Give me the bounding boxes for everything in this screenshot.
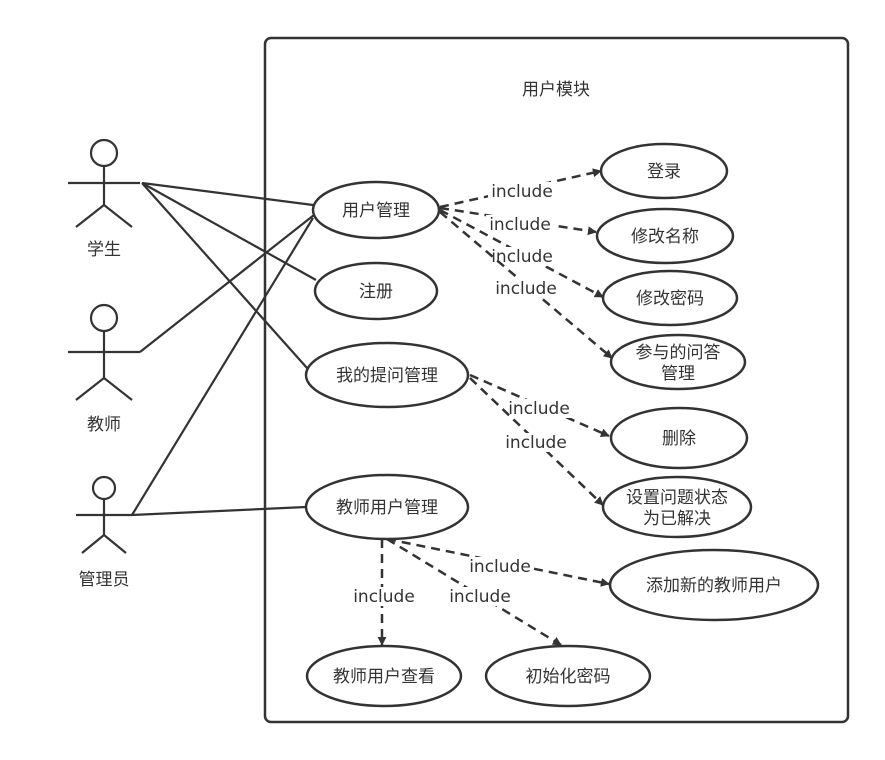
include-label-bg	[488, 247, 556, 266]
use-case-ellipse	[601, 269, 739, 327]
use-case-ellipse	[484, 644, 652, 708]
use-case-label: 修改密码	[636, 289, 704, 309]
use-case-ellipse	[313, 261, 439, 321]
use-case-login[interactable]: 登录	[599, 142, 729, 200]
actor-label: 教师	[87, 415, 121, 435]
actor-left-leg	[75, 377, 105, 401]
include-edge-teacher_mgmt-add_teacher: include	[386, 537, 610, 587]
use-case-label: 初始化密码	[526, 667, 611, 687]
use-case-label: 修改名称	[631, 227, 699, 247]
include-label-bg	[505, 399, 573, 418]
use-case-label: 我的提问管理	[336, 366, 438, 386]
include-label: include	[508, 399, 570, 419]
include-label: include	[469, 557, 531, 577]
use-case-label: 注册	[359, 282, 393, 302]
use-case-ellipse	[304, 341, 470, 409]
include-edge-user_mgmt-login: include	[439, 168, 602, 209]
association-admin-user_mgmt	[131, 217, 314, 516]
include-edge-user_mgmt-answers_mgmt: include	[439, 211, 613, 359]
actor-left-leg	[75, 204, 105, 228]
use-case-ellipse	[311, 180, 441, 240]
use-case-user_mgmt[interactable]: 用户管理	[311, 180, 441, 240]
actor-head	[89, 138, 119, 168]
use-case-add_teacher[interactable]: 添加新的教师用户	[608, 548, 820, 622]
actor-right-leg	[103, 534, 127, 554]
actor-student[interactable]: 学生	[68, 138, 140, 260]
include-edge-teacher_mgmt-view_teacher: include	[350, 539, 418, 646]
include-label: include	[491, 182, 553, 202]
actor-teacher[interactable]: 教师	[68, 303, 140, 435]
include-label-bg	[486, 215, 554, 234]
association-student-register	[141, 182, 317, 281]
use-case-delete[interactable]: 删除	[609, 406, 749, 470]
include-label-bg	[350, 587, 418, 606]
actor-left-leg	[81, 534, 105, 554]
use-case-ellipse	[609, 333, 747, 391]
include-label-bg	[466, 557, 534, 576]
use-case-answers_mgmt[interactable]: 参与的问答管理	[609, 333, 747, 391]
include-label: include	[489, 215, 551, 235]
association-teacher-user_mgmt	[139, 214, 315, 353]
use-case-ellipse	[305, 644, 463, 708]
use-case-ellipse	[601, 475, 753, 539]
include-label-bg	[502, 433, 570, 452]
include-edge-teacher_mgmt-init_pwd: include	[386, 537, 562, 647]
include-label: include	[495, 279, 557, 299]
use-case-view_teacher[interactable]: 教师用户查看	[305, 644, 463, 708]
actor-right-leg	[103, 377, 133, 401]
associations-layer	[131, 181, 317, 517]
use-case-ellipse	[609, 406, 749, 470]
use-case-ellipse	[304, 473, 470, 541]
use-case-label: 参与的问答管理	[636, 343, 721, 384]
use-case-label: 删除	[662, 429, 696, 449]
use-case-ellipse	[595, 207, 735, 265]
use-case-label: 教师用户管理	[336, 498, 438, 518]
include-label-bg	[488, 182, 556, 201]
include-label: include	[449, 587, 511, 607]
actor-right-leg	[103, 204, 133, 228]
use-case-register[interactable]: 注册	[313, 261, 439, 321]
use-case-label: 添加新的教师用户	[646, 576, 782, 596]
association-admin-teacher_mgmt	[131, 505, 307, 517]
include-edge-my_questions-delete: include	[469, 373, 610, 438]
use-case-ellipse	[608, 548, 820, 622]
use-case-label: 登录	[647, 162, 681, 182]
use-case-rename[interactable]: 修改名称	[595, 207, 735, 265]
include-arrow	[386, 537, 562, 647]
use-case-ellipse	[599, 142, 729, 200]
use-case-teacher_mgmt[interactable]: 教师用户管理	[304, 473, 470, 541]
include-edge-user_mgmt-rename: include	[439, 206, 597, 236]
include-label: include	[353, 587, 415, 607]
actor-admin[interactable]: 管理员	[76, 475, 132, 590]
association-student-my_questions	[141, 182, 308, 369]
include-label-bg	[492, 279, 560, 298]
use-case-init_pwd[interactable]: 初始化密码	[484, 644, 652, 708]
actor-head	[89, 303, 119, 333]
use-case-set_resolved[interactable]: 设置问题状态为已解决	[601, 475, 753, 539]
include-edge-my_questions-set_resolved: include	[469, 377, 604, 506]
actor-label: 管理员	[79, 570, 130, 590]
use-case-label: 用户管理	[342, 201, 410, 221]
use-case-label: 教师用户查看	[333, 667, 435, 687]
system-title: 用户模块	[522, 80, 590, 100]
include-edge-user_mgmt-change_pwd: include	[439, 208, 604, 299]
association-student-user_mgmt	[141, 181, 314, 207]
system-boundary	[263, 36, 850, 724]
actor-label: 学生	[87, 240, 121, 260]
include-label: include	[491, 247, 553, 267]
include-label: include	[505, 433, 567, 453]
actor-head	[91, 475, 117, 501]
use-case-change_pwd[interactable]: 修改密码	[601, 269, 739, 327]
include-label-bg	[446, 587, 514, 606]
includes-layer: include include include include include inclu…	[350, 168, 613, 647]
use-case-label: 设置问题状态为已解决	[626, 488, 728, 529]
use-case-my_questions[interactable]: 我的提问管理	[304, 341, 470, 409]
